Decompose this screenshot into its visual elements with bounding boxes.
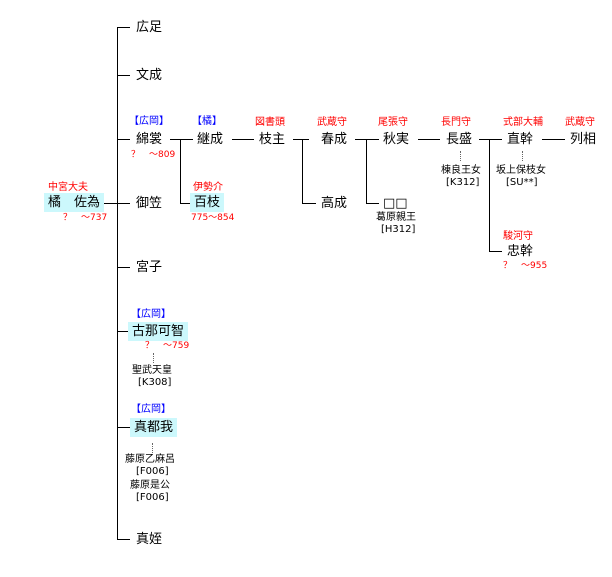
person-konakachi[interactable]: 古那可智 xyxy=(128,322,189,341)
person-resso[interactable]: 列相 xyxy=(570,132,597,147)
matsuga-spouse2-code: [F006] xyxy=(136,492,169,503)
line xyxy=(170,139,193,140)
momoe-dates: 775～854 xyxy=(191,213,235,223)
tsuginari-tag: 【橘】 xyxy=(192,116,222,127)
person-unknown[interactable]: □□ xyxy=(383,196,408,211)
root-name[interactable]: 橘 佐為 xyxy=(44,193,105,212)
naomoto-title: 式部大輔 xyxy=(503,117,543,128)
harunari-title: 武蔵守 xyxy=(317,117,347,128)
line xyxy=(117,27,130,28)
line xyxy=(366,139,367,203)
konakachi-dates: ？ ～759 xyxy=(145,341,190,351)
person-mikasa[interactable]: 御笠 xyxy=(136,196,163,211)
naomoto-spouse: 坂上保枝女 xyxy=(496,165,546,176)
line xyxy=(302,139,303,203)
momoe-title: 伊勢介 xyxy=(193,182,223,193)
line xyxy=(355,139,379,140)
line xyxy=(117,75,130,76)
matsuga-spouse1: 藤原乙麻呂 xyxy=(125,454,175,465)
person-hirotari[interactable]: 広足 xyxy=(136,20,163,35)
person-tadamoto[interactable]: 忠幹 xyxy=(507,244,534,259)
nagamori-spouse: 棟良王女 xyxy=(441,165,481,176)
line xyxy=(418,139,440,140)
line xyxy=(232,139,254,140)
line xyxy=(302,203,316,204)
line xyxy=(117,203,130,204)
line xyxy=(489,251,502,252)
naomoto-spouse-code: [SU**] xyxy=(506,177,538,188)
root-title: 中宮大夫 xyxy=(48,182,88,193)
edanushi-title: 図書頭 xyxy=(255,117,285,128)
person-matsuga[interactable]: 真都我 xyxy=(130,418,178,437)
watamo-tag: 【広岡】 xyxy=(129,116,169,127)
resso-title: 武蔵守 xyxy=(565,117,595,128)
line xyxy=(366,203,379,204)
watamo-dates: ？ ～809 xyxy=(131,150,176,160)
main-trunk-line xyxy=(117,27,118,539)
person-naomoto[interactable]: 直幹 xyxy=(507,132,534,147)
person-edanushi[interactable]: 枝主 xyxy=(259,132,286,147)
person-miyako[interactable]: 宮子 xyxy=(136,260,163,275)
marriage-line xyxy=(153,353,154,363)
line xyxy=(180,203,190,204)
tadamoto-dates: ？ ～955 xyxy=(503,261,548,271)
marriage-line xyxy=(460,151,461,161)
person-harunari[interactable]: 春成 xyxy=(321,132,348,147)
marriage-line xyxy=(522,151,523,161)
nagamori-title: 長門守 xyxy=(441,117,471,128)
line xyxy=(117,539,130,540)
person-watamo[interactable]: 綿裳 xyxy=(136,132,163,147)
konakachi-spouse-code: [K308] xyxy=(138,377,172,388)
unknown-parent-code: [H312] xyxy=(381,224,416,235)
line xyxy=(117,139,130,140)
line xyxy=(542,139,565,140)
nagamori-spouse-code: [K312] xyxy=(446,177,480,188)
person-momoe[interactable]: 百枝 xyxy=(190,193,225,212)
marriage-line xyxy=(152,443,153,453)
akizane-title: 尾張守 xyxy=(378,117,408,128)
konakachi-spouse: 聖武天皇 xyxy=(132,365,172,376)
line xyxy=(104,203,117,204)
konakachi-tag: 【広岡】 xyxy=(131,309,171,320)
line xyxy=(180,139,181,203)
matsuga-spouse1-code: [F006] xyxy=(136,466,169,477)
matsuga-tag: 【広岡】 xyxy=(131,404,171,415)
person-mamei[interactable]: 真姪 xyxy=(136,532,163,547)
line xyxy=(479,139,502,140)
person-takanari[interactable]: 高成 xyxy=(321,196,348,211)
line xyxy=(489,139,490,251)
matsuga-spouse2: 藤原是公 xyxy=(130,480,170,491)
tadamoto-title: 駿河守 xyxy=(503,231,533,242)
person-fuminari[interactable]: 文成 xyxy=(136,68,163,83)
unknown-parent: 葛原親王 xyxy=(376,212,416,223)
person-akizane[interactable]: 秋実 xyxy=(383,132,410,147)
line xyxy=(117,331,128,332)
person-nagamori[interactable]: 長盛 xyxy=(446,132,473,147)
root-dates: ？ ～737 xyxy=(63,213,108,223)
person-tsuginari[interactable]: 継成 xyxy=(197,132,224,147)
line xyxy=(293,139,309,140)
line xyxy=(117,267,130,268)
line xyxy=(117,427,130,428)
